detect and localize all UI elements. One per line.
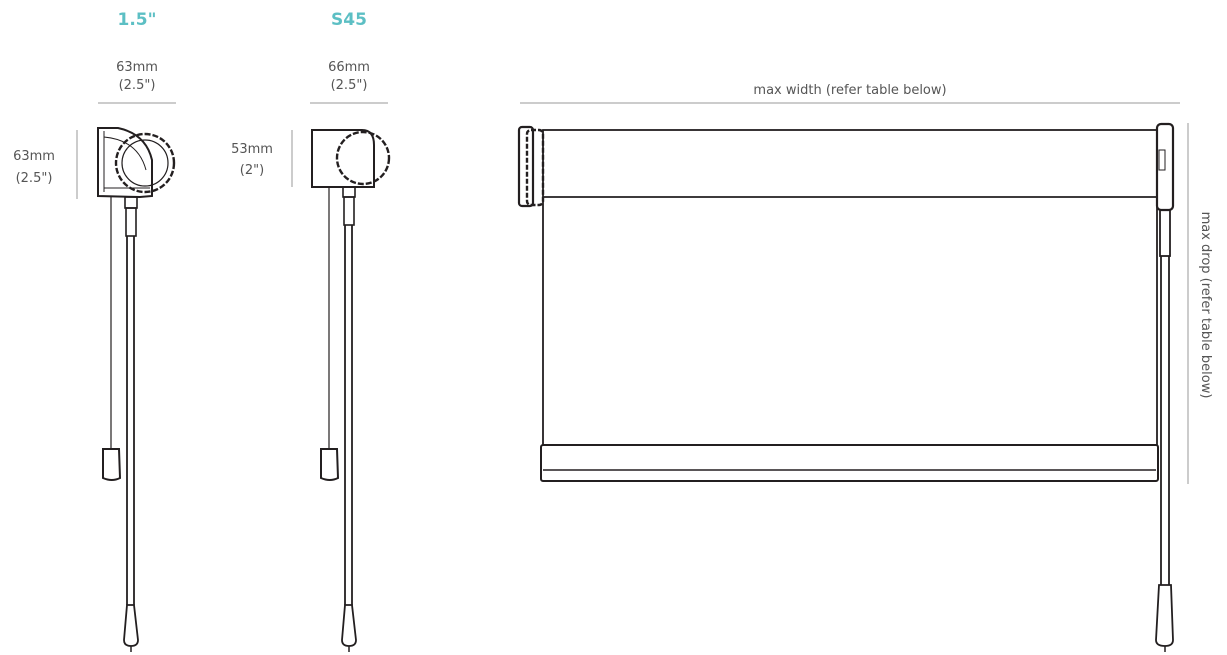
max-drop-label: max drop (refer table below) <box>1198 212 1213 399</box>
profile-a-width-mm: 63mm <box>116 60 158 75</box>
profile-b-height-mm: 53mm <box>231 142 273 157</box>
profile-a-width-in: (2.5") <box>119 78 156 93</box>
profile-b-cord <box>320 187 340 481</box>
blind-fabric <box>542 129 1158 446</box>
profile-b-height-in: (2") <box>240 163 264 178</box>
profile-a-cord <box>102 197 122 481</box>
profile-a-height-in: (2.5") <box>16 171 53 186</box>
profile-b-wand <box>341 196 357 652</box>
profile-a: 1.5" 63mm (2.5") 63mm (2.5") <box>13 10 176 652</box>
max-width-label: max width (refer table below) <box>753 83 946 98</box>
bottom-rail <box>540 444 1159 482</box>
blind-front-view: max width (refer table below) max drop (… <box>517 83 1213 652</box>
profile-b-width-mm: 66mm <box>328 60 370 75</box>
right-end-bracket <box>1155 122 1175 212</box>
left-end-bracket <box>517 125 545 208</box>
profile-a-title: 1.5" <box>118 10 157 30</box>
profile-b: S45 66mm (2.5") 53mm (2") <box>231 10 391 652</box>
profile-a-height-mm: 63mm <box>13 149 55 164</box>
profile-a-wand <box>123 207 139 652</box>
profile-b-width-in: (2.5") <box>331 78 368 93</box>
front-wand <box>1155 209 1174 652</box>
profile-b-headrail <box>311 129 391 198</box>
profile-a-headrail <box>97 127 176 209</box>
profile-b-title: S45 <box>331 10 367 30</box>
